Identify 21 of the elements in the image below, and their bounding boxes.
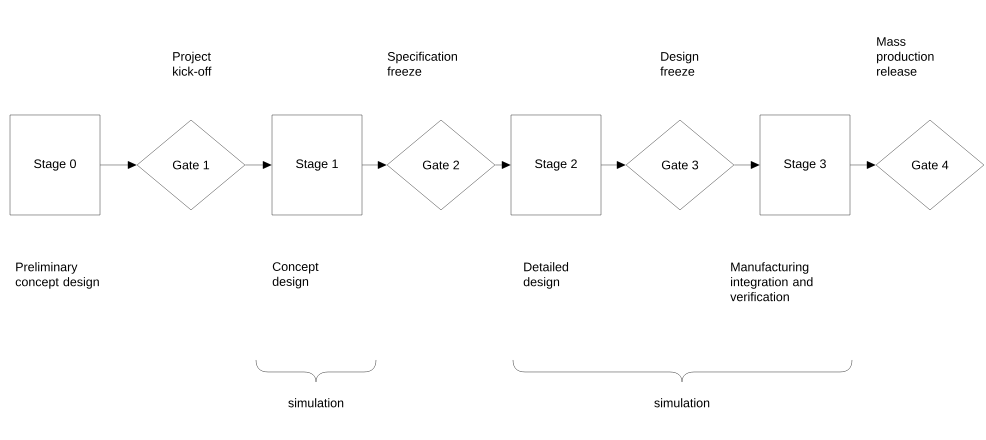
arrow bbox=[850, 161, 876, 169]
stage-box: Stage 0 bbox=[10, 114, 100, 216]
brace-label: simulation bbox=[288, 398, 344, 408]
stage-description: Concept design bbox=[272, 262, 318, 288]
milestone-caption: Specification freeze bbox=[387, 52, 457, 76]
stage-description: Preliminary concept design bbox=[16, 262, 99, 289]
arrow bbox=[100, 161, 137, 169]
stage-box: Stage 2 bbox=[510, 114, 602, 216]
stage-box: Stage 3 bbox=[760, 114, 850, 216]
arrow bbox=[495, 161, 511, 169]
stage-description: Manufacturing integration and verification bbox=[730, 262, 812, 302]
milestone-caption: Mass production release bbox=[877, 37, 934, 76]
arrow bbox=[601, 161, 626, 169]
brace-label: simulation bbox=[654, 398, 710, 408]
arrow bbox=[734, 161, 760, 169]
arrow bbox=[362, 161, 387, 169]
stage-box: Stage 1 bbox=[272, 114, 362, 216]
stage-description: Detailed design bbox=[524, 262, 568, 289]
milestone-caption: Design freeze bbox=[660, 52, 698, 76]
arrow bbox=[245, 161, 272, 169]
milestone-caption: Project kick-off bbox=[173, 52, 212, 76]
